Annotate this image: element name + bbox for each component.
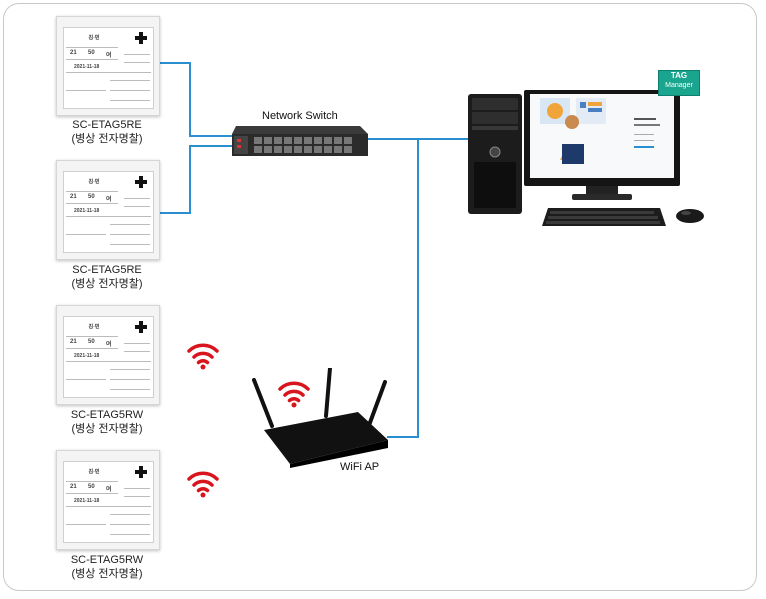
medical-cross-icon [135, 32, 147, 44]
keyboard-and-mouse [542, 208, 704, 226]
monitor [524, 90, 680, 200]
tag-age: 21 [70, 484, 77, 490]
tag-date: 2021-11-18 [74, 64, 100, 70]
device-caption-1: SC-ETAG5RE (병상 전자명찰) [37, 118, 177, 146]
tag-manager-badge-line2: Manager [665, 82, 693, 89]
tag-sex: 여 [106, 53, 112, 59]
wire-ap-switch [387, 139, 419, 438]
tag-date: 2021-11-18 [74, 353, 100, 359]
tag-screen: 김◦민 21 50 여 2021-11-18 [63, 461, 154, 543]
e-paper-tag-3: 김◦민 21 50 여 2021-11-18 [56, 305, 160, 405]
tag-age: 21 [70, 194, 77, 200]
tag-date: 2021-11-18 [74, 498, 100, 504]
keyboard-keys [546, 211, 660, 224]
wire-tag1-switch [160, 62, 232, 137]
tag-patient-name: 김◦민 [88, 469, 100, 475]
wire-tag2-switch [160, 145, 232, 214]
tag-screen: 김◦민 21 50 여 2021-11-18 [63, 171, 154, 253]
device-caption-3: SC-ETAG5RW (병상 전자명찰) [37, 408, 177, 436]
device-description: (병상 전자명찰) [71, 133, 143, 145]
wifi-signal-icon [187, 471, 219, 498]
device-caption-2: SC-ETAG5RE (병상 전자명찰) [37, 263, 177, 291]
tag-manager-badge: TAG Manager [658, 70, 700, 96]
tag-sex: 여 [106, 342, 112, 348]
e-paper-tag-1: 김◦민 21 50 여 2021-11-18 [56, 16, 160, 116]
network-switch-label: Network Switch [262, 110, 338, 122]
device-caption-4: SC-ETAG5RW (병상 전자명찰) [37, 553, 177, 581]
device-description: (병상 전자명찰) [71, 568, 143, 580]
tag-date: 2021-11-18 [74, 208, 100, 214]
tag-manager-badge-line1: TAG [670, 71, 688, 80]
tag-patient-name: 김◦민 [88, 179, 100, 185]
switch-ports [254, 137, 352, 153]
tag-weight: 50 [88, 194, 95, 200]
tag-weight: 50 [88, 339, 95, 345]
device-model: SC-ETAG5RE [72, 264, 142, 276]
tag-screen: 김◦민 21 50 여 2021-11-18 [63, 27, 154, 109]
network-switch [232, 126, 368, 156]
medical-cross-icon [135, 466, 147, 478]
wifi-signal-icon [278, 381, 310, 408]
tag-weight: 50 [88, 50, 95, 56]
e-paper-tag-4: 김◦민 21 50 여 2021-11-18 [56, 450, 160, 550]
tag-age: 21 [70, 50, 77, 56]
e-paper-tag-2: 김◦민 21 50 여 2021-11-18 [56, 160, 160, 260]
tag-sex: 여 [106, 197, 112, 203]
tag-patient-name: 김◦민 [88, 35, 100, 41]
pc-tower [468, 94, 522, 214]
device-description: (병상 전자명찰) [71, 423, 143, 435]
medical-cross-icon [135, 321, 147, 333]
wifi-ap-label: WiFi AP [340, 461, 380, 473]
tag-patient-name: 김◦민 [88, 324, 100, 330]
device-model: SC-ETAG5RW [70, 409, 144, 421]
device-model: SC-ETAG5RE [72, 119, 142, 131]
device-model: SC-ETAG5RW [70, 554, 144, 566]
tag-screen: 김◦민 21 50 여 2021-11-18 [63, 316, 154, 398]
wifi-ap-router [252, 368, 388, 468]
medical-cross-icon [135, 176, 147, 188]
tag-age: 21 [70, 339, 77, 345]
tag-weight: 50 [88, 484, 95, 490]
wifi-signal-icon [187, 343, 219, 370]
tag-sex: 여 [106, 487, 112, 493]
device-description: (병상 전자명찰) [71, 278, 143, 290]
